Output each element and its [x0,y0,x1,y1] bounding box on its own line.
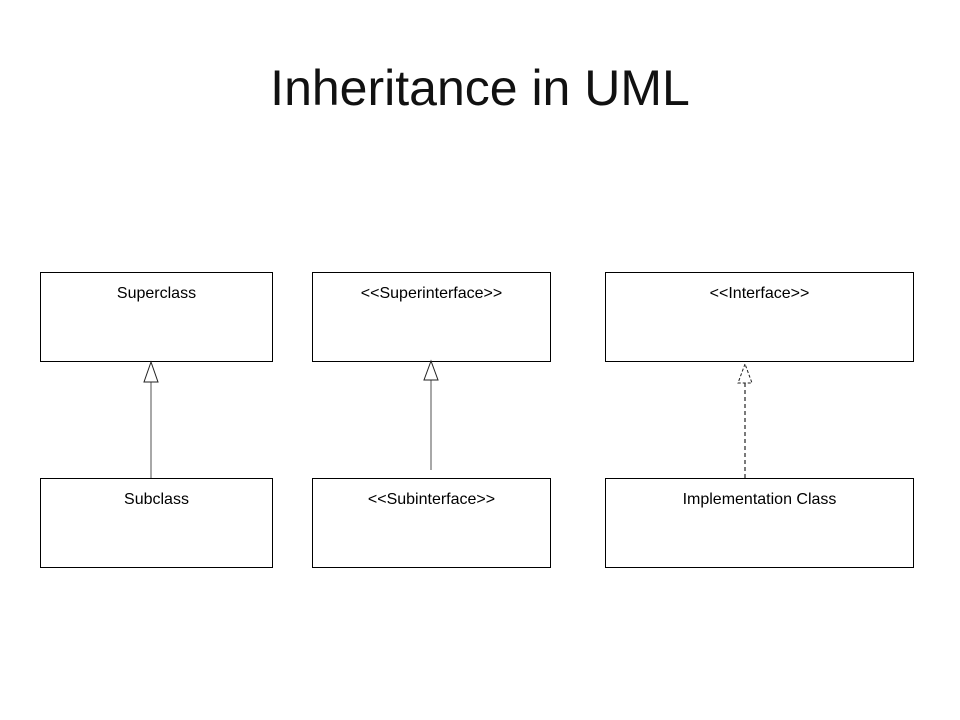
implementation-class-label: Implementation Class [682,491,837,508]
superclass-label: Superclass [116,285,197,302]
page-title: Inheritance in UML [270,60,690,116]
subinterface-label: <<Subinterface>> [367,491,496,508]
hollow-triangle-arrowhead-icon [143,360,159,383]
interface-label: <<Interface>> [709,285,810,302]
superinterface-box[interactable]: <<Superinterface>> [312,272,551,362]
superclass-box[interactable]: Superclass [40,272,273,362]
interface-box[interactable]: <<Interface>> [605,272,914,362]
implementation-class-box[interactable]: Implementation Class [605,478,914,568]
subinterface-box[interactable]: <<Subinterface>> [312,478,551,568]
subclass-label: Subclass [124,491,189,508]
hollow-triangle-arrowhead-icon [423,359,439,381]
subclass-box[interactable]: Subclass [40,478,273,568]
dashed-hollow-triangle-arrowhead-icon [737,362,753,384]
superinterface-label: <<Superinterface>> [360,285,503,302]
